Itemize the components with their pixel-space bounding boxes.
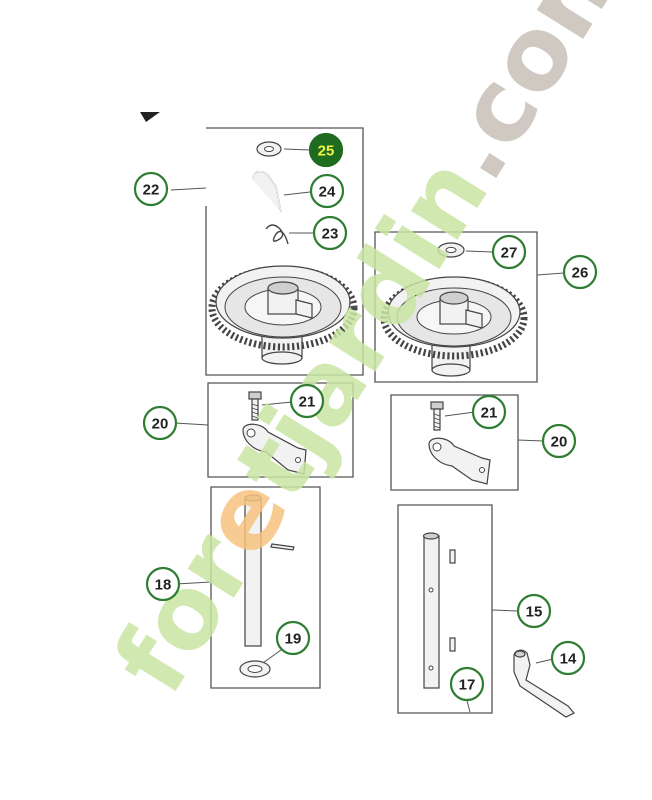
leader-lines [170,148,565,713]
gear-part-right [380,276,528,377]
callout-23: 23 [312,215,348,251]
shaft-part-18 [244,494,295,647]
callout-21a: 21 [289,383,325,419]
callout-19: 19 [275,620,311,656]
callout-circle [562,254,598,290]
spring-part-23 [265,224,289,245]
callout-label: 18 [155,577,172,594]
callout-label: 21 [481,405,498,422]
frame-shaft-left [210,486,321,689]
corner-arrow-marker [140,112,160,122]
callout-label: 22 [143,182,160,199]
callout-24: 24 [309,173,345,209]
callout-label: 21 [299,394,316,411]
callout-label: 25 [318,143,335,160]
watermark: foretjardin.com [91,0,652,713]
frame-arm-right [390,394,519,491]
callout-label: 20 [152,416,169,433]
washer-part-19 [239,660,271,678]
callout-label: 15 [526,604,543,621]
callout-20a: 20 [142,405,178,441]
callout-circle [516,593,552,629]
callout-25: 25 [308,132,344,168]
callouts: 25 22 24 23 27 26 21 20 21 20 18 19 15 14 17 [133,132,598,702]
callout-circle [142,405,178,441]
callout-label: 19 [285,631,302,648]
callout-22: 22 [133,171,169,207]
callout-label: 24 [319,184,336,201]
washer-part-27 [437,242,465,258]
watermark-text: foretjardin.com [91,0,652,713]
callout-circle [133,171,169,207]
arm-part-20-right [428,437,491,485]
gear-part-left [208,265,358,365]
shaft-part-15 [422,532,456,689]
callout-circle [471,394,507,430]
frame-shaft-right [397,504,493,714]
callout-circle [289,383,325,419]
callout-14: 14 [550,640,586,676]
callout-circle [550,640,586,676]
frame-arm-left [207,382,354,478]
callout-21b: 21 [471,394,507,430]
callout-27: 27 [491,234,527,270]
callout-circle [312,215,348,251]
callout-circle [275,620,311,656]
callout-circle [145,566,181,602]
callout-label: 27 [501,245,518,262]
screw-part-21-left [248,391,262,421]
washer-part-25 [256,141,282,157]
callout-label: 14 [560,651,577,668]
callout-15: 15 [516,593,552,629]
callout-circle [541,423,577,459]
callout-18: 18 [145,566,181,602]
callout-circle [309,173,345,209]
screw-part-21-right [430,401,444,431]
callout-circle [491,234,527,270]
callout-circle [449,666,485,702]
callout-circle [308,132,344,168]
frame-gear-right [374,231,538,383]
crank-part-14 [513,649,575,718]
callout-label: 20 [551,434,568,451]
frame-gear-left [205,127,364,376]
arm-part-20-left [242,423,307,475]
callout-26: 26 [562,254,598,290]
callout-17: 17 [449,666,485,702]
callout-label: 26 [572,265,589,282]
lever-part-24 [252,170,282,213]
frames [205,127,538,714]
callout-20b: 20 [541,423,577,459]
callout-label: 23 [322,226,339,243]
callout-label: 17 [459,677,476,694]
